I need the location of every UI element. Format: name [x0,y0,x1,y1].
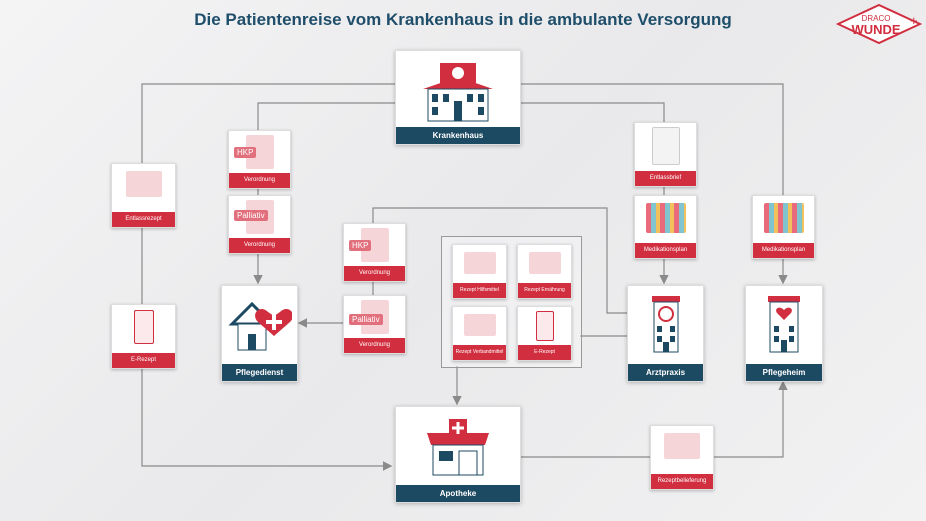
medication-plan-icon [645,203,686,233]
node-apotheke[interactable]: Apotheke [395,406,521,503]
card-medikationsplan-2[interactable]: Medikationsplan [752,195,815,259]
delivery-truck-icon [664,433,700,459]
wheelchair-prescription-icon [463,252,496,274]
card-hkp-verordnung[interactable]: HKP Verordnung [228,130,291,189]
medication-plan-icon [763,203,804,233]
card-hkp2-verordnung[interactable]: HKP Verordnung [343,223,406,282]
card-label: Rezept Ernährung [518,283,571,298]
card-label: Verordnung [344,266,405,281]
node-pflegeheim[interactable]: Pflegeheim [745,285,823,382]
smartphone-icon [535,311,554,341]
palliativ-tag: Palliativ [349,314,383,325]
smartphone-icon [133,310,154,344]
hospital-icon [423,63,493,122]
card-label: Medikationsplan [635,243,696,258]
page-title: Die Patientenreise vom Krankenhaus in di… [194,10,732,29]
node-label: Krankenhaus [396,127,520,144]
letter-icon [651,127,680,165]
card-entlassrezept[interactable]: Entlassrezept [111,163,176,228]
card-label: E-Rezept [518,345,571,360]
node-label: Arztpraxis [628,364,703,381]
doctor-office-icon [651,296,680,353]
card-rezept-ernaehrung[interactable]: Rezept Ernährung [517,244,572,299]
pharmacy-icon [427,419,489,476]
card-group-erezept[interactable]: E-Rezept [517,306,572,361]
hkp-tag: HKP [234,147,257,158]
card-label: Rezept Hilfsmittel [453,283,506,298]
card-label: Medikationsplan [753,243,814,258]
home-heart-icon [227,301,292,351]
node-krankenhaus[interactable]: Krankenhaus [395,50,521,145]
card-erezept[interactable]: E-Rezept [111,304,176,369]
card-medikationsplan-1[interactable]: Medikationsplan [634,195,697,259]
card-label: Rezept Verbandmittel [453,345,506,360]
draco-wunde-logo: DRACO WUNDE + [836,3,922,45]
nutrition-prescription-icon [528,252,561,274]
node-arztpraxis[interactable]: Arztpraxis [627,285,704,382]
node-label: Pflegedienst [222,364,297,381]
svg-text:DRACO: DRACO [862,14,891,23]
card-label: Entlassbrief [635,171,696,186]
nursing-home-icon [768,296,800,353]
node-pflegedienst[interactable]: Pflegedienst [221,285,298,382]
card-label: Entlassrezept [112,212,175,227]
prescription-icon [125,171,162,197]
svg-text:+: + [910,13,918,28]
card-label: Verordnung [344,338,405,353]
node-label: Pflegeheim [746,364,822,381]
card-label: Verordnung [229,238,290,253]
card-label: E-Rezept [112,353,175,368]
card-label: Rezeptbelieferung [651,474,713,489]
node-label: Apotheke [396,485,520,502]
svg-text:WUNDE: WUNDE [851,22,900,37]
palliativ-tag: Palliativ [234,210,268,221]
card-entlassbrief[interactable]: Entlassbrief [634,122,697,187]
card-label: Verordnung [229,173,290,188]
card-rezeptbelieferung[interactable]: Rezeptbelieferung [650,425,714,490]
card-rezept-verbandmittel[interactable]: Rezept Verbandmittel [452,306,507,361]
bandage-prescription-icon [463,314,496,336]
card-rezept-hilfsmittel[interactable]: Rezept Hilfsmittel [452,244,507,299]
hkp-tag: HKP [349,240,372,251]
